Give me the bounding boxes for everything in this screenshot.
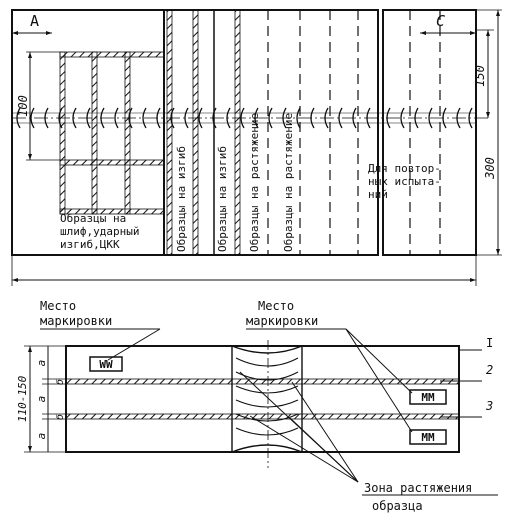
marking-place-left-2: маркировки [40, 314, 112, 328]
zone-a-label: A [30, 12, 39, 30]
dim-300-arrow-top [496, 10, 500, 16]
weld-ripples [16, 107, 473, 129]
dim-width-arrow-left [12, 278, 18, 282]
dim-100-arrow-bottom [28, 154, 32, 160]
marking-place-right-1: Место [258, 299, 294, 313]
dim-a-mid: a [35, 396, 48, 403]
label-tension-2: Образцы на растяжение [282, 113, 295, 252]
specimen-bar-mid [59, 159, 165, 166]
dim-150-label: 150 [473, 65, 487, 87]
marking-place-left-1: Место [40, 299, 76, 313]
specimen-bar-v1 [59, 51, 66, 215]
specimen-bar-v2 [91, 51, 98, 215]
plate-right-outline [382, 9, 477, 256]
specimen-bar-top [59, 51, 165, 58]
mark-box-ww [89, 356, 123, 372]
label-bend-1: Образцы на изгиб [175, 146, 188, 252]
weld-bead-outline [231, 344, 303, 454]
mark-mm-1: MM [421, 391, 435, 404]
bottom-specimen-strip-2 [65, 413, 460, 420]
tension-leader-3 [249, 415, 359, 483]
mark-box-mm-1 [409, 389, 447, 405]
dim-b-mid: б [54, 414, 66, 420]
zone-c-label: C [436, 12, 445, 30]
dim-a-arrow-right [46, 31, 52, 35]
dim-150-arrow-top [486, 30, 490, 36]
specimen-bar-v3 [124, 51, 131, 215]
marking-place-right-2: маркировки [246, 314, 318, 328]
weld-seam-top [12, 107, 488, 129]
callout-2: 2 [486, 363, 493, 377]
tension-zone-2: образца [372, 499, 423, 513]
dim-110-150-label: 110-150 [16, 375, 29, 422]
dim-b-top: б [54, 379, 66, 385]
plate-bottom-outline [65, 345, 460, 453]
bottom-plate: Место маркировки Место маркировки WW MM … [16, 299, 498, 513]
label-retest: Для повтор- ных испыта- ний [368, 162, 447, 201]
strip-hatch-2 [192, 9, 199, 256]
tension-leader-4 [289, 417, 359, 483]
mark-mm-2: MM [421, 431, 435, 444]
tension-zone-1: Зона растяжения [364, 481, 472, 495]
dim-100-label: 100 [16, 95, 30, 117]
dim-width-arrow-right [470, 278, 476, 282]
dim-c-arrow-right [470, 31, 476, 35]
dim-110-150-arrow-top [28, 346, 32, 352]
top-plate: A C 100 [11, 9, 502, 286]
dim-a-low: a [35, 433, 48, 440]
dim-110-150-arrow-bottom [28, 446, 32, 452]
marking-left-leader [107, 328, 161, 361]
strip-hatch-3 [234, 9, 241, 256]
dim-c-arrow-left [420, 31, 426, 35]
strip-hatch-1 [166, 9, 173, 256]
label-impact: Образцы на шлиф,ударный изгиб,ЦКК [60, 212, 146, 251]
callout-3: 3 [485, 399, 493, 413]
dim-100-arrow-top [28, 52, 32, 58]
label-bend-2: Образцы на изгиб [216, 146, 229, 252]
dim-150-arrow-bottom [486, 112, 490, 118]
dim-a-arrow-left [12, 31, 18, 35]
dim-300-arrow-bottom [496, 249, 500, 255]
mark-box-mm-2 [409, 429, 447, 445]
label-tension-1: Образцы на растяжение [248, 113, 261, 252]
mark-ww: WW [99, 358, 113, 371]
tension-leader-2 [291, 381, 359, 483]
dim-a-top: a [35, 360, 48, 367]
weld-seam-bottom [231, 340, 303, 468]
callout-1: I [486, 336, 493, 350]
dim-300-label: 300 [483, 157, 497, 180]
weld-bead-ripples [235, 357, 299, 436]
